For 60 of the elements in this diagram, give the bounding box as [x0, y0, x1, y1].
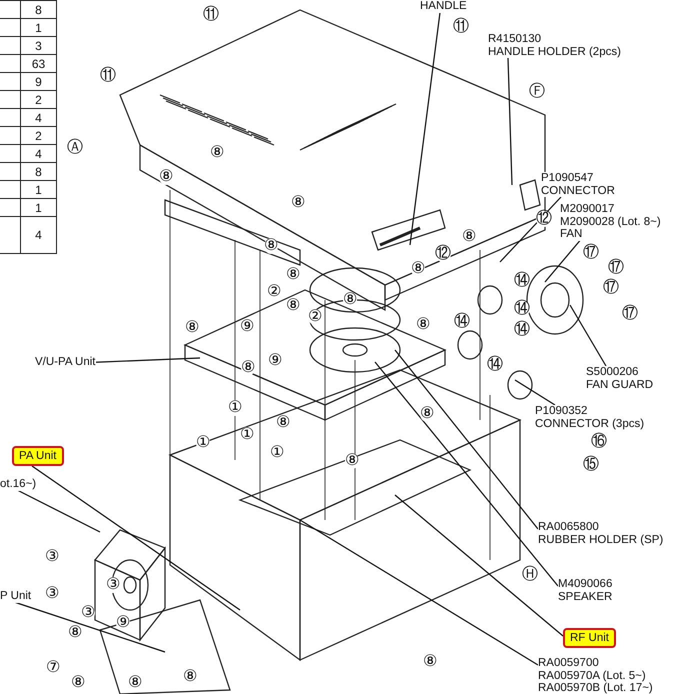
- leader-line: [507, 58, 513, 186]
- part-label: P1090547 CONNECTOR: [541, 172, 615, 197]
- callout-number: ⑭: [454, 314, 470, 330]
- callout-number: ⑪: [453, 19, 469, 35]
- callout-number: ⑧: [241, 360, 255, 376]
- part-label: V/U-PA Unit: [35, 356, 96, 368]
- part-label: M2090017 M2090028 (Lot. 8~) FAN: [560, 203, 661, 240]
- part-label: RA0065800 RUBBER HOLDER (SP): [538, 521, 664, 546]
- part-label: RA0059700 RA005970A (Lot. 5~) RA005970B (Lot. 17~): [538, 657, 653, 694]
- callout-number: Ⓗ: [522, 567, 538, 583]
- quantity-cell: 8: [20, 0, 57, 19]
- part-label: P1090352 CONNECTOR (3pcs): [535, 405, 644, 430]
- leader-line: [394, 494, 564, 636]
- leader-line: [300, 519, 538, 666]
- callout-number: ⑭: [514, 273, 530, 289]
- part-label: R4150130 HANDLE HOLDER (2pcs): [488, 33, 621, 58]
- part-label: ot.16~): [0, 478, 36, 490]
- part-label: S5000206 FAN GUARD: [586, 366, 654, 391]
- callout-number: ⑪: [203, 7, 219, 23]
- callout-number: ⑧: [159, 169, 173, 185]
- leader-line: [514, 380, 556, 406]
- quantity-cell: 4: [20, 216, 57, 254]
- part-label: HANDLE: [420, 0, 467, 12]
- callout-number: ⑪: [100, 68, 116, 84]
- leader-line: [544, 240, 580, 282]
- callout-number: ⑯: [591, 434, 607, 450]
- highlighted-unit-label: RF Unit: [563, 628, 616, 648]
- callout-number: ③: [106, 577, 120, 593]
- callout-number: ⑮: [583, 457, 599, 473]
- callout-number: ⑫: [536, 211, 552, 227]
- callout-number: ⑧: [264, 238, 278, 254]
- callout-number: ⑰: [603, 280, 619, 296]
- callout-number: ⑧: [411, 261, 425, 277]
- part-label: M4090066 SPEAKER: [558, 578, 612, 603]
- leader-line: [374, 362, 558, 586]
- callout-number: ⑰: [622, 306, 638, 322]
- callout-number: ⑭: [487, 357, 503, 373]
- callout-number: ⑫: [435, 246, 451, 262]
- leader-line: [15, 602, 166, 653]
- part-label: P Unit: [0, 590, 32, 602]
- callout-number: ①: [228, 400, 242, 416]
- callout-number: Ⓐ: [67, 140, 83, 156]
- callout-number: ⑰: [583, 245, 599, 261]
- leader-line: [32, 466, 240, 610]
- leader-line: [394, 350, 538, 530]
- callout-number: ⑭: [514, 322, 530, 338]
- leader-line: [95, 357, 200, 363]
- highlighted-unit-label: PA Unit: [12, 446, 64, 466]
- leader-line: [18, 490, 100, 533]
- callout-number: ⑧: [345, 453, 359, 469]
- leader-line: [500, 196, 562, 262]
- callout-number: ②: [308, 309, 322, 325]
- leader-line: [409, 12, 441, 246]
- callout-number: ⑭: [514, 301, 530, 317]
- callout-number: ⑨: [116, 615, 130, 631]
- leader-line: [569, 304, 607, 366]
- callout-number: ⑰: [608, 260, 624, 276]
- callout-number: ⑧: [343, 292, 357, 308]
- callout-number: ⑧: [420, 406, 434, 422]
- callout-number: Ⓕ: [529, 84, 545, 100]
